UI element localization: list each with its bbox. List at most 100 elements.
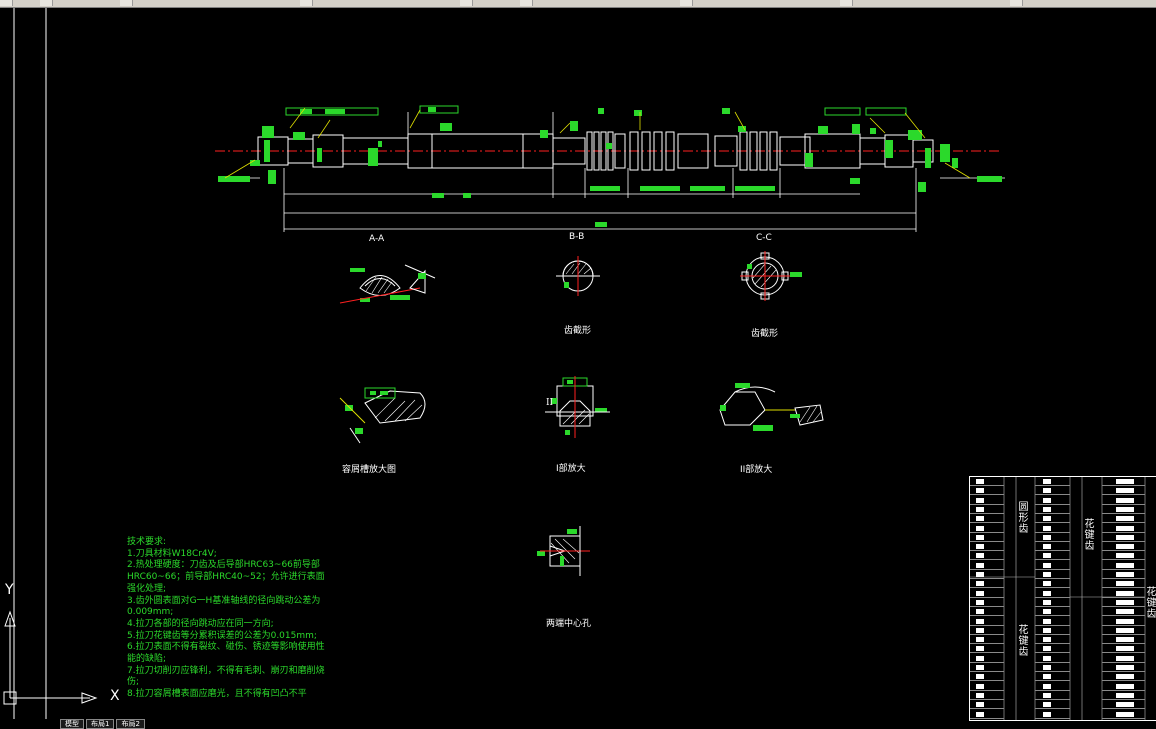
teeth-group-2 — [629, 131, 709, 171]
toolbar-button[interactable] — [120, 0, 133, 6]
table-cell-row — [1102, 514, 1145, 524]
table-cell-mark — [976, 683, 984, 689]
table-cell-mark — [1043, 627, 1051, 633]
table-cell-mark — [1116, 488, 1134, 494]
table-cell-row — [970, 570, 1004, 579]
toolbar-button[interactable] — [0, 0, 13, 6]
ucs-x-label: X — [110, 688, 120, 704]
toolbar-button[interactable] — [680, 0, 693, 6]
table-cell-mark — [1043, 488, 1051, 494]
table-cell-row — [1035, 477, 1070, 486]
table-cell-mark — [1043, 665, 1051, 670]
note-item: 7.拉刀切削刃应锋利，不得有毛刺、崩刃和磨削烧伤; — [127, 665, 325, 688]
table-cell-mark — [1116, 627, 1134, 633]
table-cell-mark — [976, 562, 984, 568]
chip-groove-view — [339, 387, 426, 444]
table-cell-row — [970, 626, 1004, 635]
table-cell-row — [970, 663, 1004, 672]
toolbar-button[interactable] — [840, 0, 853, 6]
table-cell-mark — [1043, 525, 1051, 531]
table-cell-row — [1102, 710, 1145, 719]
table-cell-mark — [1043, 599, 1051, 605]
table-cell-row — [970, 486, 1004, 496]
table-cell-mark — [1116, 581, 1134, 587]
toolbar-button[interactable] — [300, 0, 313, 6]
table-cell-row — [1102, 626, 1145, 635]
toolbar-strip — [0, 0, 1156, 8]
tab-layout2[interactable]: 布局2 — [116, 719, 145, 729]
table-cell-mark — [976, 702, 984, 708]
table-cell-row — [1102, 551, 1145, 561]
note-item: 3.齿外圆表面对G一H基准轴线的径向跳动公差为0.009mm; — [127, 595, 321, 618]
toolbar-button[interactable] — [1010, 0, 1023, 6]
table-cell-row — [1102, 682, 1145, 691]
table-cell-row — [1035, 561, 1070, 570]
section-a-view — [339, 264, 436, 304]
table-cell-mark — [976, 674, 984, 680]
table-cell-mark — [1043, 692, 1051, 698]
detail-2-view — [719, 383, 824, 431]
table-grid — [970, 477, 1146, 720]
table-cell-row — [1035, 682, 1070, 691]
table-cell-mark — [1043, 516, 1051, 522]
view-label: 齿截形 — [751, 329, 779, 339]
broach-main-view — [215, 105, 1005, 232]
table-cell-mark — [1116, 646, 1134, 652]
table-cell-row — [1102, 589, 1145, 598]
table-cell-row — [1035, 607, 1070, 617]
view-label: 两端中心孔 — [546, 619, 592, 629]
drawing-canvas[interactable]: A-A B-B C-C 齿截形 齿截形 容屑槽放大图 I部放大 II部放大 两端… — [0, 8, 1156, 729]
note-item: 1.刀具材料W18Cr4V; — [127, 548, 217, 559]
table-cell-row — [970, 635, 1004, 645]
table-cell-mark — [1043, 497, 1051, 503]
table-cell-row — [970, 579, 1004, 589]
table-cell-mark — [1116, 674, 1134, 680]
table-cell-row — [1102, 672, 1145, 682]
table-cell-mark — [976, 618, 984, 624]
table-cell-row — [1035, 663, 1070, 672]
table-cell-row — [1035, 635, 1070, 645]
table-cell-row — [1102, 691, 1145, 700]
table-cell-mark — [1116, 702, 1134, 708]
table-cell-row — [970, 514, 1004, 524]
note-item: 4.拉刀各部的径向跳动应在同一方向; — [127, 618, 274, 629]
table-cell-row — [1035, 644, 1070, 654]
tab-model[interactable]: 模型 — [60, 719, 84, 729]
table-cell-mark — [1043, 479, 1051, 484]
center-hole-view — [537, 526, 590, 576]
table-cell-row — [1035, 691, 1070, 700]
table-cell-mark — [1116, 655, 1134, 661]
table-cell-row — [1102, 644, 1145, 654]
table-cell-mark — [1116, 637, 1134, 643]
table-cell-row — [1035, 486, 1070, 496]
table-cell-mark — [1116, 618, 1134, 624]
table-cell-mark — [976, 646, 984, 652]
table-cell-mark — [1116, 479, 1134, 484]
tab-layout1[interactable]: 布局1 — [86, 719, 115, 729]
table-cell-mark — [1116, 572, 1134, 577]
table-cell-row — [1035, 598, 1070, 607]
toolbar-button[interactable] — [40, 0, 53, 6]
table-cell-row — [1035, 505, 1070, 514]
table-group-label: 花键齿 — [1146, 587, 1156, 620]
table-cell-mark — [1043, 562, 1051, 568]
toolbar-button[interactable] — [520, 0, 533, 6]
table-cell-mark — [1116, 683, 1134, 689]
table-cell-mark — [976, 553, 984, 559]
table-cell-mark — [1043, 702, 1051, 708]
table-cell-mark — [1043, 674, 1051, 680]
shaft-segment — [552, 137, 586, 165]
table-group-label: 圆形齿 — [1018, 502, 1029, 535]
table-cell-row — [970, 682, 1004, 691]
table-cell-mark — [976, 525, 984, 531]
table-cell-row — [1102, 486, 1145, 496]
table-cell-row — [970, 524, 1004, 533]
table-cell-row — [1102, 477, 1145, 486]
table-cell-mark — [1116, 692, 1134, 698]
section-b-view — [556, 256, 600, 296]
table-cell-row — [970, 589, 1004, 598]
toolbar-button[interactable] — [460, 0, 473, 6]
table-cell-row — [1102, 607, 1145, 617]
table-cell-row — [1102, 663, 1145, 672]
table-cell-row — [970, 710, 1004, 719]
